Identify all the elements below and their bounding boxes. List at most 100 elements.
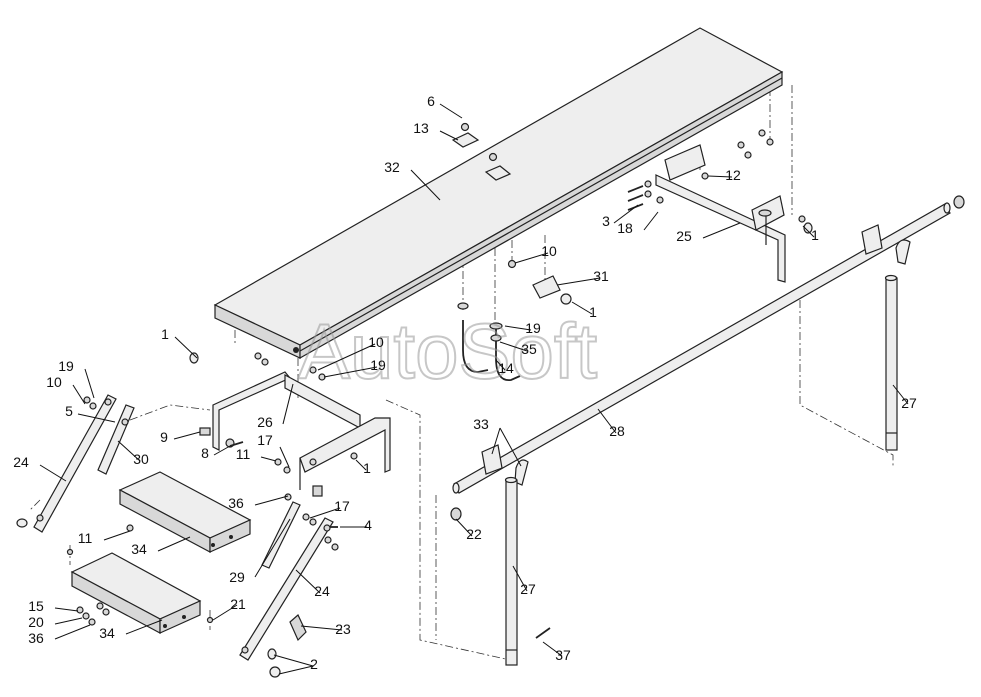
callout-number: 4: [364, 517, 372, 533]
callout-number: 23: [335, 621, 351, 637]
leader-line: [355, 459, 367, 471]
leader-line: [317, 343, 376, 371]
callout-number: 5: [65, 403, 73, 419]
callout-number: 34: [131, 541, 147, 557]
clamp-plates: [451, 132, 572, 305]
callout-number: 19: [525, 320, 541, 336]
callout-number: 1: [589, 304, 597, 320]
handrail-tube: [452, 202, 951, 494]
callout-number: 37: [555, 647, 571, 663]
leader-line: [613, 204, 639, 224]
left-bracket: [212, 371, 391, 490]
callout-number: 1: [811, 227, 819, 243]
leader-line: [702, 222, 741, 239]
leader-line: [707, 175, 733, 178]
leader-line: [39, 464, 67, 482]
leader-line: [72, 384, 86, 405]
callout-number: 9: [160, 429, 168, 445]
callout-number: 1: [363, 460, 371, 476]
callout-number: 35: [521, 341, 537, 357]
callout-number: 18: [617, 220, 633, 236]
callout-number: 17: [334, 498, 350, 514]
leader-line: [77, 413, 116, 423]
right-bracket: [655, 144, 786, 283]
callout-number: 14: [498, 360, 514, 376]
upper-step-plate: [118, 471, 252, 553]
callout-number: 34: [99, 625, 115, 641]
leader-line: [254, 495, 289, 506]
leader-line: [103, 530, 131, 541]
left-step-frame: [16, 394, 135, 533]
callout-number: 2: [310, 656, 318, 672]
leader-line: [892, 384, 909, 405]
leader-line: [212, 604, 238, 621]
leader-line: [439, 130, 459, 141]
leader-line: [273, 654, 314, 667]
callout-number: 11: [78, 530, 93, 546]
leader-line: [514, 252, 549, 264]
leader-line: [495, 359, 506, 371]
leader-line: [54, 617, 83, 625]
callout-number: 24: [13, 454, 29, 470]
leader-line: [556, 277, 601, 286]
leader-line: [54, 607, 79, 612]
leader-line: [597, 408, 617, 434]
callout-number: 8: [201, 445, 209, 461]
leader-line: [410, 169, 441, 201]
callout-number: 10: [46, 374, 62, 390]
leader-line: [455, 518, 473, 537]
callout-number: 30: [133, 451, 149, 467]
callout-number: 10: [541, 243, 557, 259]
callout-number: 20: [28, 614, 44, 630]
leader-line: [260, 456, 277, 462]
lower-step-plate: [70, 552, 202, 635]
callout-number: 19: [58, 358, 74, 374]
leader-line: [254, 518, 291, 578]
callout-number: 11: [236, 446, 251, 462]
callout-number: 27: [520, 581, 536, 597]
leader-line: [282, 383, 294, 425]
leader-line: [117, 440, 141, 462]
callout-number: 24: [314, 583, 330, 599]
callout-number: 36: [228, 495, 244, 511]
watermark: AutoSoft: [298, 307, 598, 395]
leader-line: [309, 507, 341, 519]
callout-number: 10: [368, 334, 384, 350]
callout-number: 13: [413, 120, 429, 136]
callout-number: 3: [602, 213, 610, 229]
leader-line: [499, 427, 522, 467]
callout-number: 32: [384, 159, 400, 175]
callout-number: 12: [725, 167, 741, 183]
leader-line: [54, 624, 91, 640]
callout-number: 36: [28, 630, 44, 646]
seat-board: [213, 27, 784, 360]
leader-line: [504, 325, 532, 331]
leader-line: [125, 619, 163, 635]
leader-line: [439, 103, 463, 119]
callout-number: 28: [609, 423, 625, 439]
callout-number: 31: [593, 268, 609, 284]
leader-line: [323, 366, 378, 378]
callout-number: 21: [230, 596, 246, 612]
leader-line: [802, 225, 815, 238]
leader-line: [542, 641, 563, 657]
callout-number: 1: [161, 326, 169, 342]
fasteners: [66, 122, 965, 678]
j-hooks: [457, 302, 521, 381]
leader-line: [213, 445, 231, 456]
callout-number: 26: [257, 414, 273, 430]
callout-number: 19: [370, 357, 386, 373]
callout-number: 25: [676, 228, 692, 244]
leader-line: [512, 565, 528, 592]
right-step-frame: [239, 501, 334, 661]
leader-line: [174, 336, 198, 359]
leader-line: [279, 446, 290, 468]
callout-number: 27: [901, 395, 917, 411]
callout-number: 15: [28, 598, 44, 614]
leader-line: [300, 625, 343, 631]
leader-line: [491, 427, 501, 455]
leader-line: [643, 211, 659, 231]
